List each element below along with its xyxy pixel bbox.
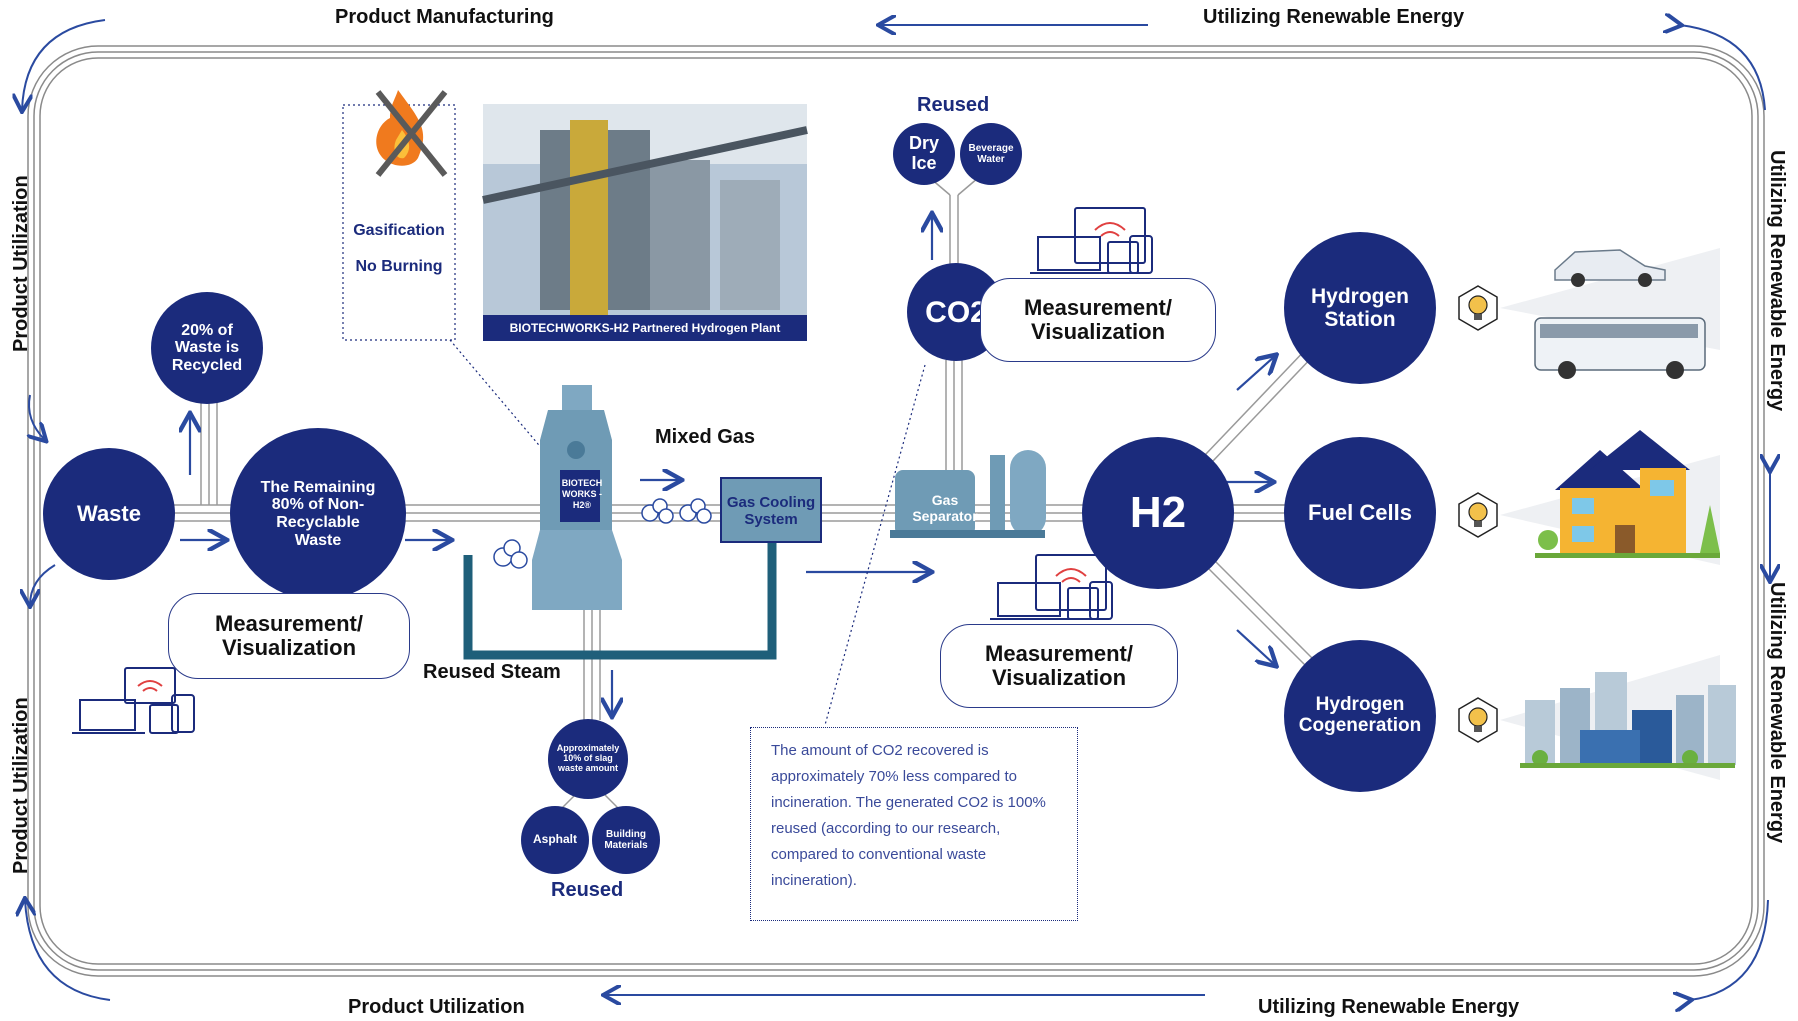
measurement-center-bottom: Measurement/ Visualization <box>940 624 1178 708</box>
reused-steam-pipe <box>463 538 777 660</box>
steam-icon <box>493 498 712 569</box>
gas-separator-label: Gas Separator <box>912 492 978 525</box>
bus-icon <box>1534 317 1706 379</box>
device-icon-top <box>1030 207 1153 274</box>
label-top-left: Product Manufacturing <box>335 6 554 28</box>
bulb-icon-2 <box>1458 492 1498 538</box>
node-beverage: Beverage Water <box>960 123 1022 185</box>
gasification-label: Gasification <box>353 222 445 239</box>
node-asphalt: Asphalt <box>521 806 589 874</box>
car-icon <box>1554 249 1666 287</box>
node-waste: Waste <box>43 448 175 580</box>
node-h2: H2 <box>1082 437 1234 589</box>
gas-cooling-box <box>720 477 822 543</box>
gas-cooling-label: Gas Cooling System <box>726 494 816 529</box>
plant-caption: BIOTECHWORKS-H2 Partnered Hydrogen Plant <box>509 321 781 335</box>
reactor-badge: BIOTECH WORKS -H2® <box>561 478 603 510</box>
node-dry-ice: Dry Ice <box>893 123 955 185</box>
measurement-left: Measurement/ Visualization <box>168 593 410 679</box>
node-recycled: 20% of Waste is Recycled <box>151 292 263 404</box>
measurement-center-top: Measurement/ Visualization <box>980 278 1216 362</box>
node-building: Building Materials <box>592 806 660 874</box>
reused-steam-label: Reused Steam <box>423 661 561 683</box>
node-hydrogen-station: Hydrogen Station <box>1284 232 1436 384</box>
gas-separator-tanks <box>890 450 1046 538</box>
label-bottom-left: Product Utilization <box>348 996 525 1018</box>
reused-top-label: Reused <box>917 94 990 116</box>
no-fire-icon <box>375 90 448 177</box>
device-icon-left <box>72 667 195 734</box>
label-left-top: Product Utilization <box>10 175 32 352</box>
reused-bottom-label: Reused <box>551 879 624 901</box>
label-bottom-right: Utilizing Renewable Energy <box>1258 996 1520 1018</box>
house-icon <box>1535 430 1720 558</box>
device-icon-bottom <box>990 554 1113 620</box>
no-burning-label: No Burning <box>355 258 443 275</box>
node-slag: Approximately 10% of slag waste amount <box>548 719 628 799</box>
node-fuel-cells: Fuel Cells <box>1284 437 1436 589</box>
label-left-bottom: Product Utilization <box>10 697 32 874</box>
label-top-right: Utilizing Renewable Energy <box>1203 6 1465 28</box>
node-cogeneration: Hydrogen Cogeneration <box>1284 640 1436 792</box>
city-icon <box>1520 672 1736 768</box>
node-remaining: The Remaining 80% of Non-Recyclable Wast… <box>230 428 406 600</box>
plant-photo <box>482 104 808 341</box>
reactor-vessel <box>532 385 622 610</box>
bulb-icon-3 <box>1458 697 1498 743</box>
label-right-bottom: Utilizing Renewable Energy <box>1766 582 1788 844</box>
mixed-gas-label: Mixed Gas <box>655 426 756 448</box>
co2-note: The amount of CO2 recovered is approxima… <box>750 727 1078 921</box>
bulb-icon-1 <box>1458 285 1498 331</box>
label-right-top: Utilizing Renewable Energy <box>1766 150 1788 412</box>
